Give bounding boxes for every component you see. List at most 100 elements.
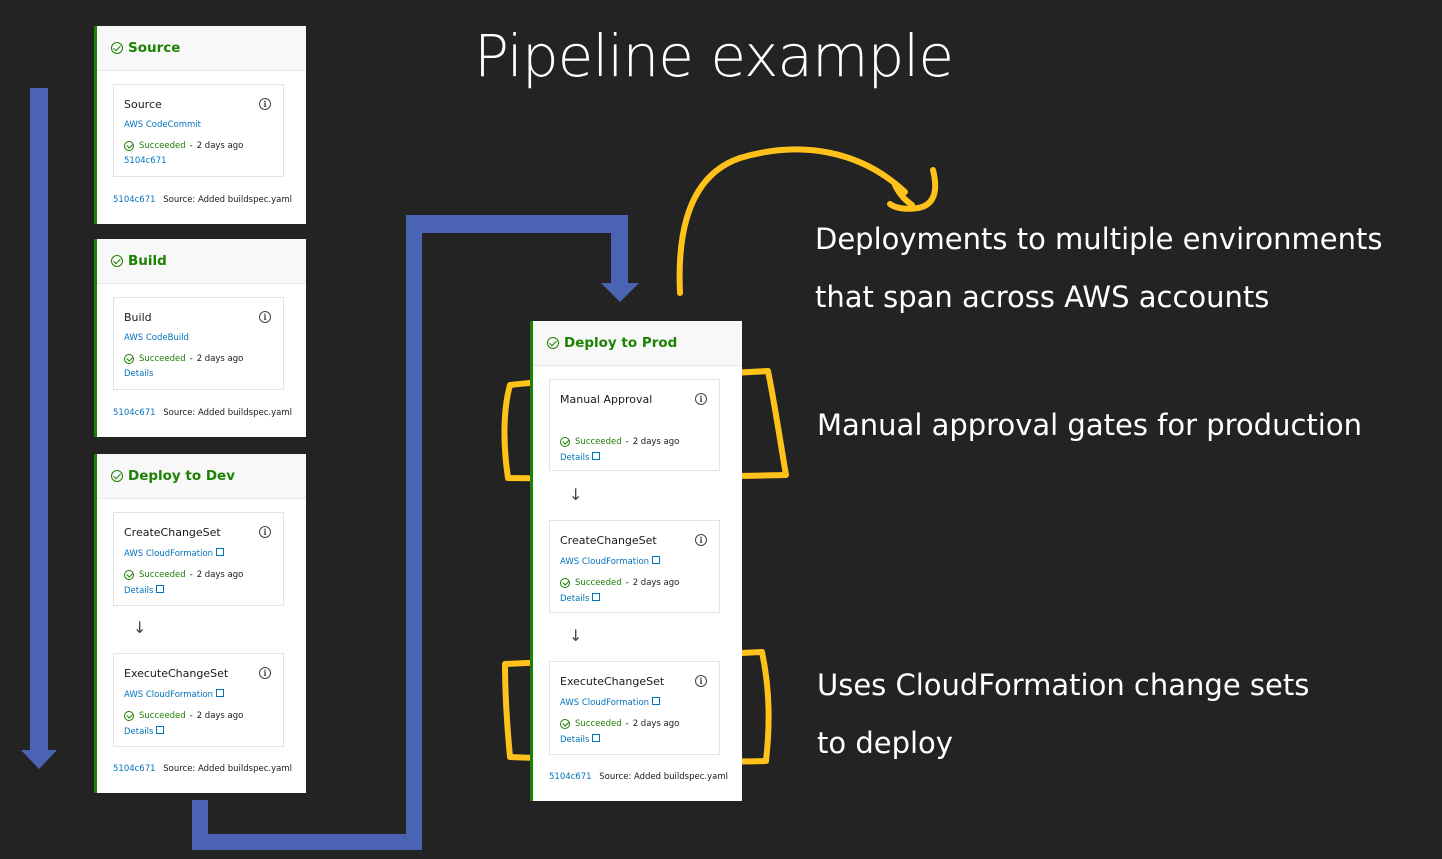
action-status: Succeeded - 2 days ago bbox=[124, 711, 243, 721]
status-label: Succeeded bbox=[139, 354, 186, 364]
action-provider-link[interactable]: AWS CloudFormation bbox=[124, 548, 225, 559]
action-card-execute-changeset[interactable]: ExecuteChangeSet i AWS CloudFormation Su… bbox=[549, 661, 720, 755]
check-circle-icon bbox=[547, 337, 559, 349]
info-icon[interactable]: i bbox=[259, 526, 271, 538]
action-status: Succeeded - 2 days ago bbox=[560, 437, 679, 447]
action-provider-link[interactable]: AWS CodeBuild bbox=[124, 333, 189, 343]
arrow-down-icon: ↓ bbox=[569, 626, 583, 645]
check-circle-icon bbox=[111, 42, 123, 54]
details-link[interactable]: Details bbox=[560, 593, 601, 604]
action-provider-link[interactable]: AWS CodeCommit bbox=[124, 120, 202, 130]
action-status: Succeeded - 2 days ago bbox=[124, 141, 243, 151]
environment-annotation-curve bbox=[676, 146, 939, 296]
action-card-create-changeset[interactable]: CreateChangeSet i AWS CloudFormation Suc… bbox=[549, 520, 720, 613]
details-link[interactable]: Details bbox=[124, 585, 165, 596]
stage-header: Deploy to Dev bbox=[97, 454, 306, 499]
stage-title: Build bbox=[128, 253, 167, 269]
status-time: 2 days ago bbox=[632, 437, 680, 447]
stage-deploy-prod: Deploy to Prod Manual Approval i Succeed… bbox=[530, 321, 742, 801]
action-name: CreateChangeSet bbox=[124, 526, 221, 539]
arrow-down-icon: ↓ bbox=[569, 485, 583, 504]
footer-commit-link[interactable]: 5104c671 bbox=[113, 764, 156, 774]
arrow-down-icon: ↓ bbox=[133, 618, 147, 637]
stage-footer: 5104c671 Source: Added buildspec.yaml bbox=[113, 764, 292, 774]
stage-deploy-dev: Deploy to Dev CreateChangeSet i AWS Clou… bbox=[94, 454, 306, 793]
footer-message: Source: Added buildspec.yaml bbox=[163, 764, 292, 774]
slide-title: Pipeline example bbox=[474, 22, 954, 90]
status-time: 2 days ago bbox=[196, 570, 244, 580]
status-label: Succeeded bbox=[575, 578, 622, 588]
status-time: 2 days ago bbox=[632, 578, 680, 588]
action-name: ExecuteChangeSet bbox=[560, 675, 665, 688]
external-link-icon bbox=[216, 548, 225, 556]
external-link-icon bbox=[156, 726, 165, 734]
stage-footer: 5104c671 Source: Added buildspec.yaml bbox=[113, 408, 292, 418]
stage-header: Source bbox=[97, 26, 306, 71]
action-status: Succeeded - 2 days ago bbox=[560, 578, 679, 588]
action-card-create-changeset[interactable]: CreateChangeSet i AWS CloudFormation Suc… bbox=[113, 512, 284, 606]
commit-link[interactable]: 5104c671 bbox=[124, 156, 167, 166]
footer-message: Source: Added buildspec.yaml bbox=[163, 408, 292, 418]
external-link-icon bbox=[652, 697, 661, 705]
stage-title: Deploy to Dev bbox=[128, 468, 236, 484]
details-link[interactable]: Details bbox=[560, 734, 601, 745]
action-card-build[interactable]: Build i AWS CodeBuild Succeeded - 2 days… bbox=[113, 297, 284, 390]
info-icon[interactable]: i bbox=[695, 675, 707, 687]
check-circle-icon bbox=[124, 570, 134, 580]
stage-footer: 5104c671 Source: Added buildspec.yaml bbox=[549, 772, 728, 782]
status-label: Succeeded bbox=[139, 570, 186, 580]
status-label: Succeeded bbox=[575, 437, 622, 447]
action-name: CreateChangeSet bbox=[560, 534, 657, 547]
check-circle-icon bbox=[111, 470, 123, 482]
caption-environments-line1: Deployments to multiple environments bbox=[815, 222, 1383, 256]
dev-to-prod-flow-arrow bbox=[192, 215, 639, 850]
action-card-manual-approval[interactable]: Manual Approval i Succeeded - 2 days ago… bbox=[549, 379, 720, 471]
action-name: Manual Approval bbox=[560, 393, 653, 406]
footer-commit-link[interactable]: 5104c671 bbox=[113, 408, 156, 418]
action-status: Succeeded - 2 days ago bbox=[560, 719, 679, 729]
caption-approval: Manual approval gates for production bbox=[817, 408, 1362, 442]
status-time: 2 days ago bbox=[196, 711, 244, 721]
check-circle-icon bbox=[124, 711, 134, 721]
action-provider-link[interactable]: AWS CloudFormation bbox=[560, 697, 661, 708]
external-link-icon bbox=[216, 689, 225, 697]
check-circle-icon bbox=[560, 437, 570, 447]
external-link-icon bbox=[592, 734, 601, 742]
info-icon[interactable]: i bbox=[695, 393, 707, 405]
caption-changesets-line1: Uses CloudFormation change sets bbox=[817, 668, 1310, 702]
external-link-icon bbox=[592, 452, 601, 460]
status-time: 2 days ago bbox=[196, 141, 244, 151]
footer-message: Source: Added buildspec.yaml bbox=[599, 772, 728, 782]
action-status: Succeeded - 2 days ago bbox=[124, 570, 243, 580]
caption-environments-line2: that span across AWS accounts bbox=[815, 280, 1270, 314]
stage-footer: 5104c671 Source: Added buildspec.yaml bbox=[113, 195, 292, 205]
external-link-icon bbox=[592, 593, 601, 601]
stage-title: Source bbox=[128, 40, 181, 56]
left-flow-arrow bbox=[21, 88, 57, 769]
details-link[interactable]: Details bbox=[124, 369, 154, 379]
action-status: Succeeded - 2 days ago bbox=[124, 354, 243, 364]
info-icon[interactable]: i bbox=[259, 667, 271, 679]
stage-build: Build Build i AWS CodeBuild Succeeded - … bbox=[94, 239, 306, 437]
stage-header: Deploy to Prod bbox=[533, 321, 742, 366]
status-time: 2 days ago bbox=[632, 719, 680, 729]
details-link[interactable]: Details bbox=[124, 726, 165, 737]
info-icon[interactable]: i bbox=[259, 311, 271, 323]
action-card-source[interactable]: Source i AWS CodeCommit Succeeded - 2 da… bbox=[113, 84, 284, 177]
action-name: ExecuteChangeSet bbox=[124, 667, 229, 680]
action-provider-link[interactable]: AWS CloudFormation bbox=[560, 556, 661, 567]
footer-message: Source: Added buildspec.yaml bbox=[163, 195, 292, 205]
check-circle-icon bbox=[560, 578, 570, 588]
footer-commit-link[interactable]: 5104c671 bbox=[113, 195, 156, 205]
info-icon[interactable]: i bbox=[259, 98, 271, 110]
check-circle-icon bbox=[124, 354, 134, 364]
footer-commit-link[interactable]: 5104c671 bbox=[549, 772, 592, 782]
details-link[interactable]: Details bbox=[560, 452, 601, 463]
check-circle-icon bbox=[124, 141, 134, 151]
stage-title: Deploy to Prod bbox=[564, 335, 678, 351]
info-icon[interactable]: i bbox=[695, 534, 707, 546]
check-circle-icon bbox=[111, 255, 123, 267]
action-card-execute-changeset[interactable]: ExecuteChangeSet i AWS CloudFormation Su… bbox=[113, 653, 284, 747]
action-provider-link[interactable]: AWS CloudFormation bbox=[124, 689, 225, 700]
